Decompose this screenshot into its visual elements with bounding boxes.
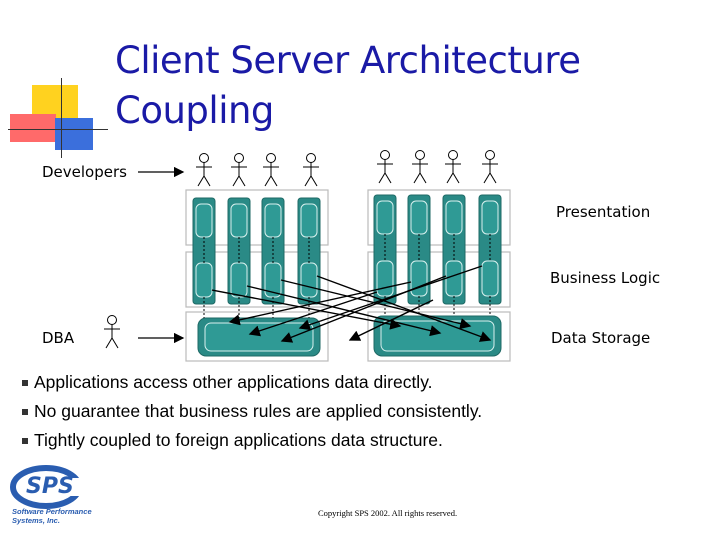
slide-title: Client Server Architecture Coupling bbox=[115, 36, 581, 136]
cross-access-arrow bbox=[228, 281, 412, 326]
cross-access-arrow bbox=[248, 291, 378, 337]
component bbox=[264, 203, 282, 238]
bullet-square-icon bbox=[22, 408, 28, 415]
sps-logo: SPS Software Performance Systems, Inc. bbox=[10, 462, 110, 526]
bullet-item: Applications access other applications d… bbox=[22, 368, 482, 397]
data-store-left-inner bbox=[204, 322, 314, 352]
bullet-square-icon bbox=[22, 379, 28, 386]
developer-figure-6 bbox=[411, 150, 429, 184]
developer-figure-3 bbox=[262, 153, 280, 187]
cross-access-arrow bbox=[246, 285, 442, 337]
decor-red-square bbox=[10, 114, 56, 142]
developer-figure-2 bbox=[230, 153, 248, 187]
developers-label: Developers bbox=[42, 163, 127, 181]
developer-figure-4 bbox=[302, 153, 320, 187]
component bbox=[195, 203, 213, 238]
cross-access-arrow bbox=[348, 299, 434, 341]
component bbox=[410, 260, 428, 297]
decor-horizontal-line bbox=[8, 129, 108, 130]
developer-figure-7 bbox=[444, 150, 462, 184]
component bbox=[300, 203, 318, 238]
component bbox=[230, 203, 248, 238]
presentation-label: Presentation bbox=[556, 203, 651, 221]
sps-logo-mark: SPS bbox=[26, 474, 74, 499]
business-logic-label: Business Logic bbox=[550, 269, 661, 287]
cross-access-arrow bbox=[211, 289, 402, 330]
dba-label: DBA bbox=[42, 329, 75, 347]
bullet-item: Tightly coupled to foreign applications … bbox=[22, 426, 482, 455]
component bbox=[445, 260, 463, 297]
component bbox=[376, 200, 394, 235]
component bbox=[300, 262, 318, 298]
cross-access-arrow bbox=[298, 265, 483, 331]
developer-figure-5 bbox=[376, 150, 394, 184]
component bbox=[445, 200, 463, 235]
component bbox=[376, 260, 394, 297]
sps-logo-icon bbox=[10, 465, 84, 509]
cross-access-arrow bbox=[280, 275, 447, 343]
component bbox=[410, 200, 428, 235]
decor-vertical-line bbox=[61, 78, 62, 158]
component bbox=[481, 200, 499, 235]
developer-figure-1 bbox=[195, 153, 213, 187]
copyright-notice: Copyright SPS 2002. All rights reserved. bbox=[318, 508, 458, 518]
bullet-item: No guarantee that business rules are app… bbox=[22, 397, 482, 426]
sps-logo-line2: Systems, Inc. bbox=[12, 516, 60, 525]
dba-figure bbox=[103, 315, 121, 349]
title-line-1: Client Server Architecture bbox=[115, 39, 581, 82]
title-line-2: Coupling bbox=[115, 89, 274, 132]
component bbox=[195, 262, 213, 298]
bullet-square-icon bbox=[22, 437, 28, 444]
data-storage-label: Data Storage bbox=[551, 329, 651, 347]
component bbox=[230, 262, 248, 298]
sps-logo-line1: Software Performance bbox=[12, 507, 92, 516]
bullet-list: Applications access other applications d… bbox=[22, 368, 482, 455]
cross-access-arrow bbox=[316, 275, 492, 342]
component bbox=[481, 260, 499, 297]
developer-figure-8 bbox=[481, 150, 499, 184]
